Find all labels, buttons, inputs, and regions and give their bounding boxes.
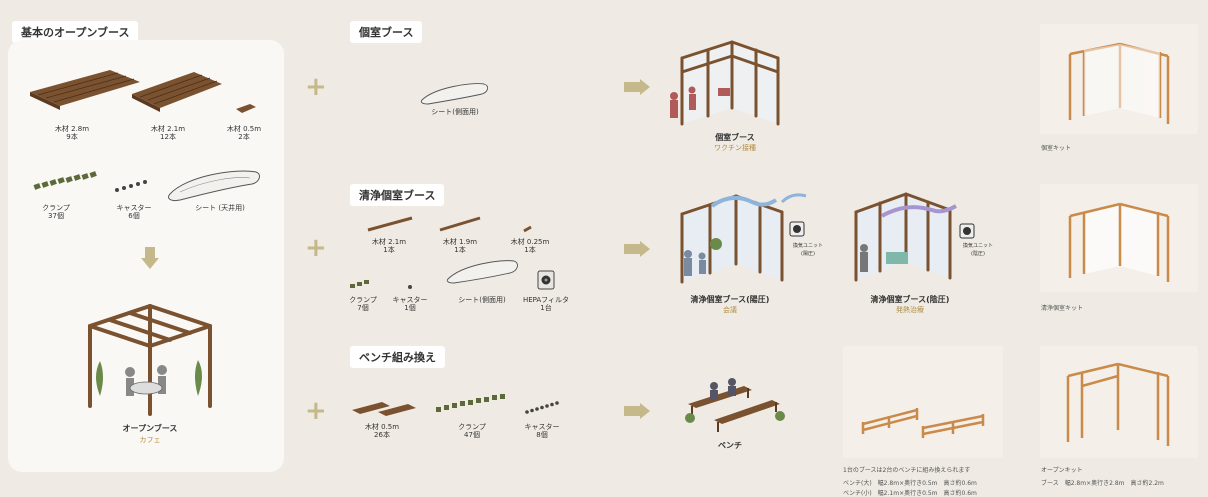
bench-caption: ベンチ [718,441,742,450]
bench-spec-small: ベンチ(小) 幅2.1m×奥行き0.5m 高さ約0.6m [843,490,977,497]
open-kit-spec: ブース 幅2.8m×奥行き2.8m 高さ約2.2m [1041,480,1164,487]
right-arrow-icon [624,241,650,257]
clean-booth-positive-illustration [680,193,807,284]
plus-icon: + [305,72,327,102]
open-booth-sub: カフェ [139,436,161,444]
caster-bundle-illustration [525,401,559,414]
plus-icon: + [305,396,327,426]
private-booth-sub: ワクチン接種 [714,144,756,152]
wood-2-1m-illustration [132,72,222,112]
right-arrow-icon [624,403,650,419]
wood-2-1m-small-illustration [367,216,413,232]
clamp-small-illustration [350,280,369,288]
clamp-bundle-illustration [436,394,505,412]
private-item-1-label: シート(側面用) [431,108,479,116]
clean-item-6-label: シート(側面用) [458,296,506,304]
side-sheet-illustration [420,83,489,105]
plus-icon: + [305,233,327,263]
right-arrow-icon [624,79,650,95]
ventilation-unit-positive-label: 換気ユニット(陽圧) [792,243,823,257]
bench-illustration [685,378,785,432]
wood-1-9m-illustration [439,216,481,232]
caster-illustration [115,180,147,192]
down-arrow-icon [141,247,159,269]
ceiling-sheet-illustration [167,170,260,201]
hepa-filter-icon [537,270,555,290]
open-booth-illustration [88,304,212,416]
clean-booth-negative-illustration [854,192,975,282]
private-kit-photo [1040,24,1198,134]
bench-photo [843,346,1003,458]
open-booth-caption: オープンブース [122,424,178,433]
bench-spec-large: ベンチ(大) 幅2.8m×奥行き0.5m 高さ約0.6m [843,480,977,487]
clean-booth-negative-caption: 清浄個室ブース(陰圧) [870,295,950,304]
clean-booth-negative-sub: 発熱治療 [896,306,924,314]
private-kit-caption: 個室キット [1041,145,1072,152]
wood-0-5m-bundle-illustration [352,402,416,416]
private-booth-title: 個室ブース [350,21,423,43]
bench-photo-caption: 1台のブースは2台のベンチに組み換えられます [843,467,971,474]
basic-item-6-label: シート (天井用) [195,204,245,212]
bench-title: ベンチ組み換え [350,346,445,368]
clean-booth-positive-sub: 会議 [723,306,737,314]
private-booth-illustration [670,40,780,126]
clamp-illustration [33,171,97,190]
wood-0-5m-illustration [236,104,256,113]
private-booth-caption: 個室ブース [715,133,755,142]
clean-booth-positive-caption: 清浄個室ブース(陽圧) [690,295,770,304]
open-kit-photo [1040,346,1198,458]
open-kit-caption: オープンキット [1041,467,1083,474]
clean-kit-caption: 清浄個室キット [1041,305,1084,312]
ventilation-unit-negative-label: 換気ユニット(陰圧) [962,243,993,257]
clean-kit-photo [1040,184,1198,292]
wood-0-25m-illustration [523,225,532,233]
clean-booth-title: 清浄個室ブース [350,184,445,206]
side-sheet-illustration [446,260,518,284]
wood-2-8m-illustration [30,70,140,110]
basic-booth-title: 基本のオープンブース [12,21,139,43]
caster-small-illustration [408,285,412,289]
